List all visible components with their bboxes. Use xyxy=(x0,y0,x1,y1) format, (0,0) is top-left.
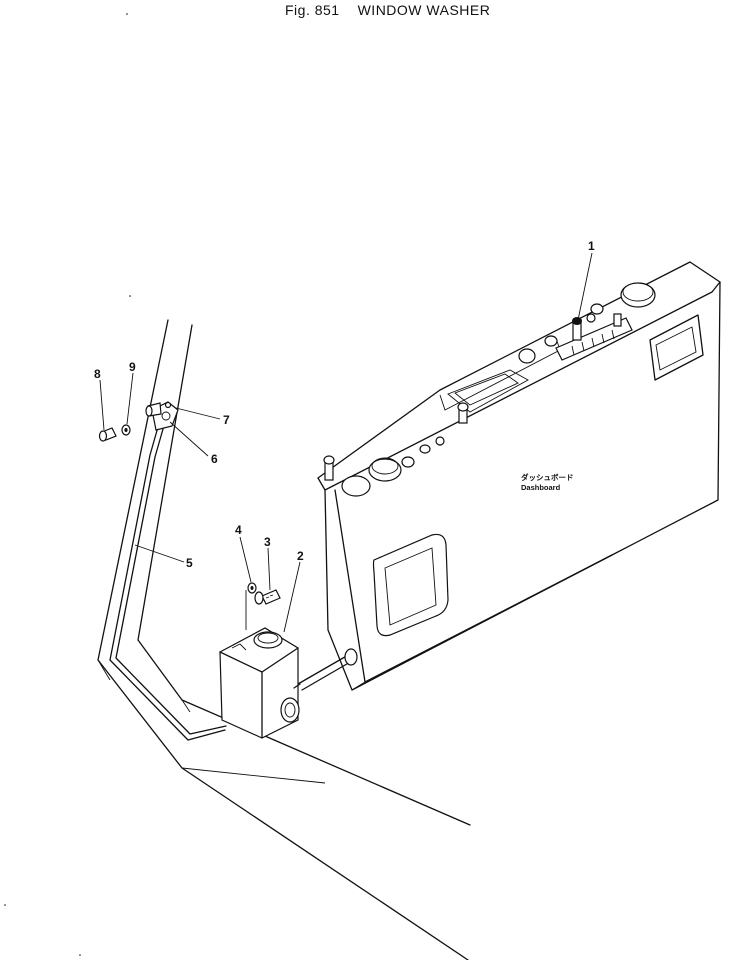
washer-hose xyxy=(109,419,227,741)
callout-7: 7 xyxy=(223,413,230,427)
callout-2: 2 xyxy=(297,549,304,563)
dashboard-label-en: Dashboard xyxy=(521,483,561,492)
washer-nozzle xyxy=(145,401,179,431)
callout-9: 9 xyxy=(129,360,136,374)
callout-8: 8 xyxy=(94,367,101,381)
callout-5: 5 xyxy=(186,556,193,570)
washer-tank xyxy=(219,627,301,739)
callout-6: 6 xyxy=(211,452,218,466)
cab-frame xyxy=(97,319,471,961)
dashboard-label-jp: ダッシュボード xyxy=(521,472,574,482)
tank-bolt xyxy=(254,589,281,605)
nozzle-washer xyxy=(121,424,131,436)
tank-washer xyxy=(247,582,257,594)
callout-4: 4 xyxy=(235,523,242,537)
figure-number: Fig. 851 xyxy=(285,2,340,18)
callout-leaders xyxy=(99,252,593,633)
figure-title: Fig. 851 WINDOW WASHER xyxy=(285,2,490,18)
nozzle-bolt xyxy=(98,427,117,442)
figure-name: WINDOW WASHER xyxy=(357,2,491,18)
callout-1: 1 xyxy=(588,239,595,253)
dashboard xyxy=(297,261,721,691)
callout-3: 3 xyxy=(264,535,271,549)
